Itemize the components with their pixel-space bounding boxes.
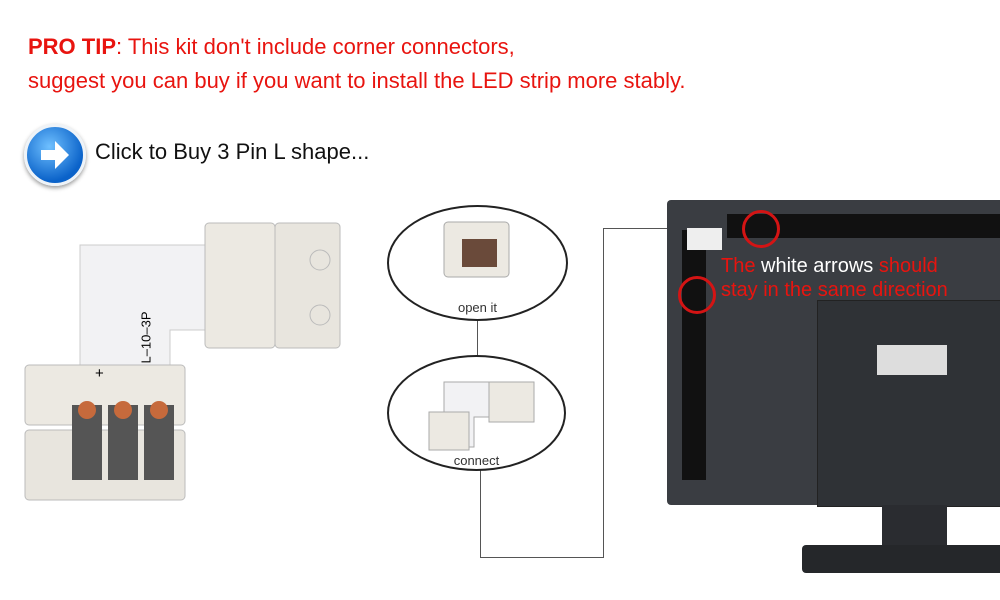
monitor-note-line-1: The white arrows should	[721, 255, 938, 278]
connector-print-label: L–10–3P	[138, 311, 154, 364]
connector-line	[480, 557, 604, 558]
arrow-right-icon[interactable]	[24, 124, 86, 186]
connector-line	[480, 466, 481, 558]
step-label: open it	[457, 300, 498, 315]
step-label: connect	[453, 453, 500, 468]
connector-line	[603, 228, 683, 229]
note-white-text: white arrows	[755, 255, 879, 277]
connector-line	[477, 318, 478, 356]
arrow-highlight-circle	[742, 210, 780, 248]
step-open-oval: open it	[387, 205, 568, 321]
monitor-image: The white arrows should stay in the same…	[667, 200, 1000, 600]
pro-tip-text: : This kit don't include corner connecto…	[116, 34, 515, 59]
arrow-highlight-circle	[678, 276, 716, 314]
note-red-text: The	[721, 255, 756, 277]
pro-tip-line-1: PRO TIP: This kit don't include corner c…	[28, 34, 515, 60]
l-connector-image: + L–10–3P	[20, 215, 350, 505]
plus-mark: +	[95, 365, 104, 382]
pro-tip-label: PRO TIP	[28, 34, 117, 59]
buy-link[interactable]: Click to Buy 3 Pin L shape...	[95, 139, 370, 164]
step-connect-oval: connect	[387, 355, 566, 471]
note-red-text: should	[878, 255, 938, 277]
monitor-note-line-2: stay in the same direction	[721, 279, 948, 301]
connector-line	[603, 228, 604, 558]
pro-tip-line-2: suggest you can buy if you want to insta…	[28, 68, 686, 93]
